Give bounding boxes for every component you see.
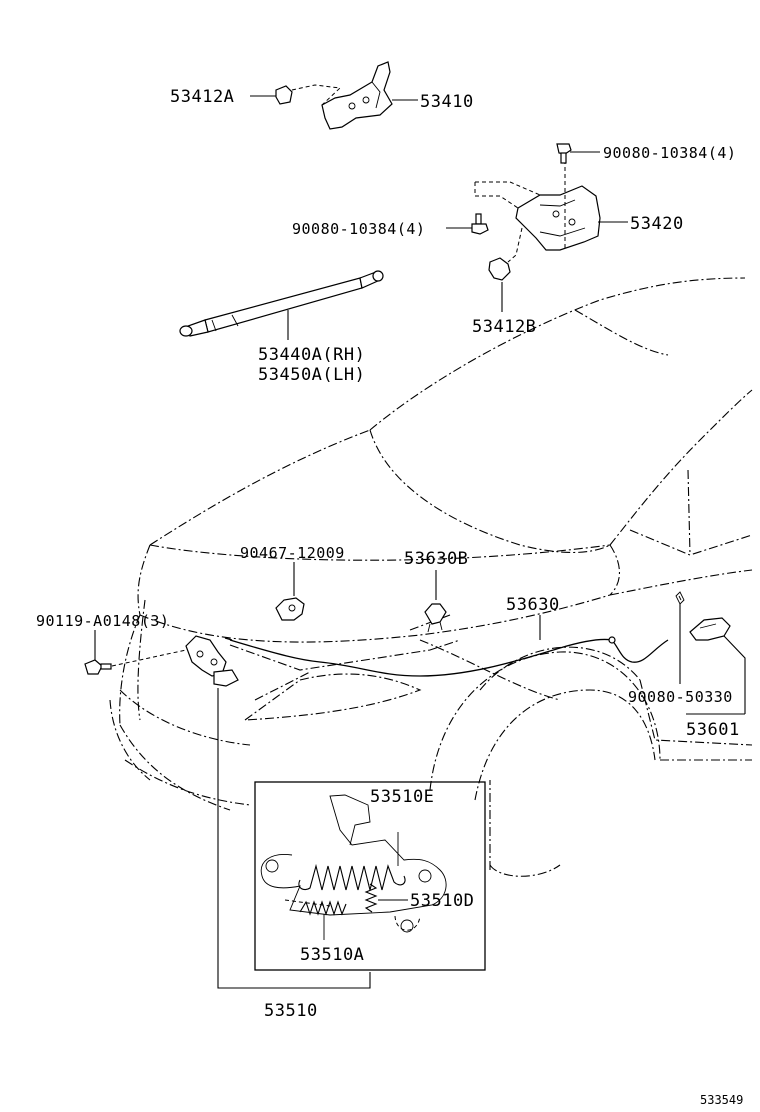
label-53510: 53510	[264, 1001, 318, 1021]
bolt-90080-mid-icon	[471, 213, 489, 235]
label-53510A: 53510A	[300, 945, 364, 965]
release-lever-53601	[689, 617, 731, 641]
hood-lock-assembly	[185, 635, 239, 687]
label-90080-50330: 90080-50330	[628, 688, 733, 706]
hinge-cover-53412B	[488, 257, 511, 281]
label-90080-10384-mid: 90080-10384(4)	[292, 220, 425, 238]
release-cable-53630	[224, 636, 669, 677]
screw-90080-50330-icon	[675, 591, 685, 605]
label-53510E: 53510E	[370, 787, 434, 807]
hood-support-strut	[179, 270, 384, 337]
label-53412A: 53412A	[170, 87, 234, 107]
label-53420: 53420	[630, 214, 684, 234]
hood-hinge-rh	[321, 61, 393, 130]
label-90080-10384-top: 90080-10384(4)	[603, 144, 736, 162]
hinge-cover-53412A	[275, 85, 293, 105]
label-53630B: 53630B	[404, 549, 468, 569]
clip-53630B-icon	[424, 603, 447, 633]
label-53412B: 53412B	[472, 317, 536, 337]
bolt-90080-top-icon	[556, 143, 572, 164]
label-53630: 53630	[506, 595, 560, 615]
latch-detail-inset	[254, 781, 486, 971]
label-53410: 53410	[420, 92, 474, 112]
bolt-90119-icon	[84, 659, 112, 675]
leader-lines	[94, 95, 746, 989]
label-53601: 53601	[686, 720, 740, 740]
label-53440A: 53440A(RH)	[258, 345, 365, 365]
label-90119-A0148: 90119-A0148(3)	[36, 612, 169, 630]
part-labels: 53412A 53410 90080-10384(4) 90080-10384(…	[36, 87, 743, 1107]
label-53510D: 53510D	[410, 891, 474, 911]
hood-hinge-lh	[515, 185, 601, 251]
label-53450A: 53450A(LH)	[258, 365, 365, 385]
illustration-id: 533549	[700, 1093, 743, 1107]
label-90467-12009: 90467-12009	[240, 544, 345, 562]
clamp-90467-icon	[275, 597, 305, 621]
vehicle-outline	[109, 277, 753, 877]
